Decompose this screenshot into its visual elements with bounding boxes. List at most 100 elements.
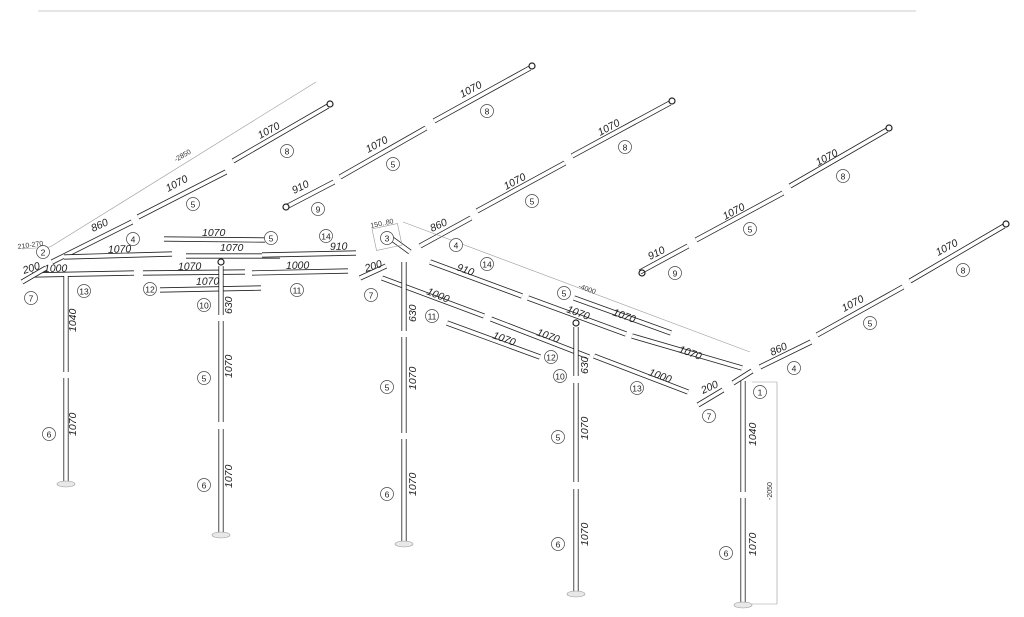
part-number: 13 — [79, 287, 89, 297]
part-number-marker: 7 — [24, 291, 38, 305]
part-number: 5 — [202, 374, 207, 384]
part-number: 8 — [623, 143, 628, 153]
tube-segment — [286, 179, 336, 209]
part-number-marker: 4 — [787, 361, 801, 375]
length-label: 1070 — [220, 242, 244, 254]
length-label: 1000 — [425, 286, 451, 306]
length-label: 1070 — [108, 243, 132, 256]
part-number-marker: 7 — [702, 409, 716, 423]
tube-segment — [631, 333, 743, 371]
length-label: 1000 — [286, 260, 310, 272]
length-label: 200 — [20, 260, 41, 277]
part-number: 6 — [385, 490, 390, 500]
length-label: 1070 — [611, 307, 637, 326]
part-number: 5 — [562, 289, 567, 299]
hook-icon — [326, 100, 334, 108]
part-number: 12 — [145, 285, 155, 295]
length-label: 1070 — [579, 522, 591, 546]
length-label: 630 — [407, 304, 419, 322]
dimension-label: 150..80 — [370, 218, 394, 230]
tube-segment — [593, 353, 689, 395]
part-number-marker: 5 — [197, 371, 211, 385]
part-number: 14 — [321, 232, 331, 242]
tube-segment — [63, 251, 173, 260]
part-number: 4 — [131, 235, 136, 245]
foot-plate — [733, 601, 753, 609]
part-number-marker: 1 — [753, 385, 767, 399]
part-number-marker: 6 — [42, 427, 56, 441]
tube-segment — [432, 65, 532, 124]
part-number-marker: 10 — [553, 369, 567, 383]
part-number: 5 — [191, 200, 196, 210]
part-number-marker: 12 — [143, 282, 157, 296]
tube-segment — [381, 275, 485, 319]
part-number-marker: 5 — [551, 430, 565, 444]
hooks — [217, 62, 1010, 327]
part-number-marker: 12 — [544, 350, 558, 364]
part-number: 8 — [961, 266, 966, 276]
tube-segment — [142, 269, 246, 276]
tube-segment — [338, 125, 428, 180]
length-label: 1070 — [178, 261, 202, 273]
tube-segment — [159, 285, 262, 293]
part-number: 2 — [41, 248, 46, 258]
part-number: 11 — [428, 312, 437, 322]
part-number-marker: 9 — [311, 202, 325, 216]
part-number-marker: 7 — [364, 288, 378, 302]
part-number-marker: 5 — [557, 286, 571, 300]
part-number-marker: 5 — [186, 197, 200, 211]
part-number-marker: 14 — [480, 257, 494, 271]
tube-segment — [696, 387, 725, 408]
part-number: 5 — [868, 319, 873, 329]
length-label: 1070 — [747, 532, 759, 556]
part-number: 6 — [202, 481, 207, 491]
tube-segment — [163, 236, 266, 243]
part-number: 4 — [454, 241, 459, 251]
part-number: 7 — [369, 291, 374, 301]
part-number: 5 — [748, 225, 753, 235]
hook-icon — [282, 203, 290, 211]
length-label: 630 — [223, 296, 235, 314]
tube-segment — [527, 295, 627, 337]
length-label: 630 — [579, 356, 591, 374]
part-number-marker: 2 — [36, 245, 50, 259]
dimension-label: -2050 — [767, 482, 774, 500]
length-labels: 1070107086010701070910107010708601070107… — [20, 79, 960, 556]
tube-segment — [446, 320, 541, 360]
tube-segment — [429, 259, 523, 299]
length-label: 1070 — [67, 412, 79, 436]
part-number: 7 — [29, 294, 34, 304]
length-label: 1000 — [44, 263, 68, 275]
foot-plate — [394, 540, 414, 548]
part-number-marker: 6 — [719, 546, 733, 560]
part-number-marker: 4 — [449, 238, 463, 252]
tube-segment — [573, 295, 672, 336]
part-number-marker: 11 — [425, 309, 439, 323]
length-label: 1070 — [579, 416, 591, 440]
hook-icon — [668, 97, 676, 105]
length-label: 1070 — [407, 472, 419, 496]
part-number: 10 — [199, 301, 209, 311]
part-number-marker: 5 — [264, 231, 278, 245]
tube-segment — [731, 368, 754, 386]
part-number-marker: 5 — [525, 194, 539, 208]
part-number: 8 — [841, 172, 846, 182]
part-number-marker: 5 — [386, 157, 400, 171]
part-number-marker: 10 — [197, 298, 211, 312]
dimension-label: -4000 — [577, 283, 596, 296]
tube-segment — [136, 169, 228, 220]
part-number-marker: 5 — [863, 316, 877, 330]
dimension-line — [49, 81, 317, 248]
part-number: 9 — [316, 205, 321, 215]
length-label: 910 — [455, 262, 476, 279]
tube-segment — [490, 316, 590, 360]
part-number-marker: 8 — [480, 104, 494, 118]
part-number: 5 — [556, 433, 561, 443]
part-number: 5 — [391, 160, 396, 170]
length-label: 200 — [362, 258, 383, 275]
tube-segment — [31, 270, 135, 278]
part-number-marker: 6 — [551, 537, 565, 551]
part-number: 4 — [792, 364, 797, 374]
part-number-marker: 5 — [743, 222, 757, 236]
